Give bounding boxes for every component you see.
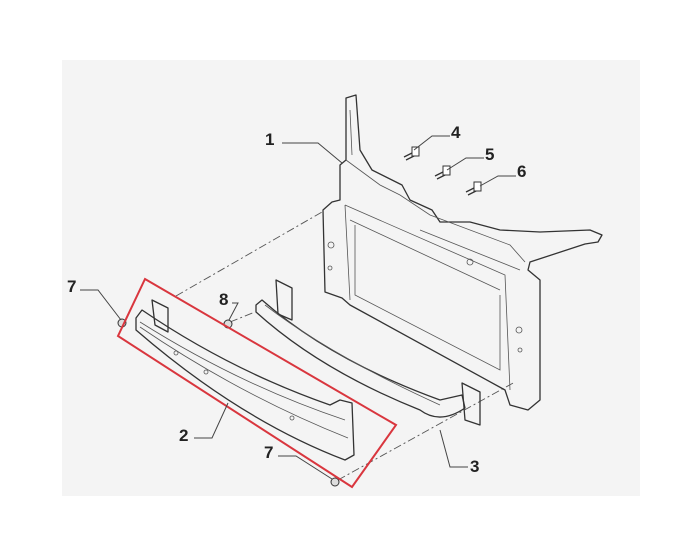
callout-4: 4 xyxy=(451,123,461,142)
leader-1 xyxy=(282,142,343,164)
leader-7-bottom xyxy=(278,455,333,480)
callout-7-left: 7 xyxy=(67,277,77,296)
callout-3: 3 xyxy=(470,457,480,476)
leader-3 xyxy=(439,429,468,468)
assembly-line-left xyxy=(175,211,323,297)
bolt-6 xyxy=(465,181,482,196)
callout-8: 8 xyxy=(219,290,229,309)
crossmember-3 xyxy=(255,279,481,426)
bumper-reinforcement-2 xyxy=(135,299,355,461)
callout-2: 2 xyxy=(179,426,189,445)
highlight-box xyxy=(116,277,398,489)
nut-7-bottom xyxy=(330,477,340,487)
front-panel-frame xyxy=(322,94,603,411)
leader-7-left xyxy=(80,289,122,321)
callout-6: 6 xyxy=(517,162,527,181)
leader-4 xyxy=(413,135,450,151)
callout-7-bottom: 7 xyxy=(264,443,274,462)
leader-8 xyxy=(228,302,239,321)
bolt-4 xyxy=(403,146,420,161)
callout-1: 1 xyxy=(265,130,275,149)
leader-5 xyxy=(446,157,484,171)
leader-6 xyxy=(479,175,516,187)
callout-5: 5 xyxy=(485,145,495,164)
leader-2 xyxy=(194,402,229,439)
bolt-5 xyxy=(434,165,451,180)
assembly-line-center xyxy=(229,311,256,323)
